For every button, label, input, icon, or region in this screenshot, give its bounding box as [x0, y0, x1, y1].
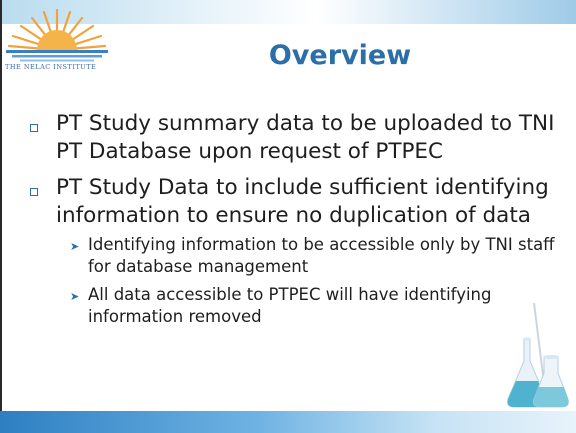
bullet-list: PT Study summary data to be uploaded to …	[28, 110, 558, 328]
sub-bullet-item: ➤ All data accessible to PTPEC will have…	[28, 284, 558, 328]
slide-title: Overview	[268, 40, 412, 71]
nelac-logo	[4, 4, 110, 70]
arrow-bullet-icon: ➤	[70, 240, 80, 253]
bullet-text: PT Study summary data to be uploaded to …	[56, 111, 555, 164]
arrow-bullet-icon: ➤	[70, 290, 80, 303]
sunrise-icon	[6, 8, 108, 62]
square-bullet-icon	[30, 188, 38, 196]
bullet-item: PT Study Data to include sufficient iden…	[28, 174, 558, 230]
sub-bullet-text: Identifying information to be accessible…	[88, 235, 555, 276]
bullet-item: PT Study summary data to be uploaded to …	[28, 110, 558, 166]
bottom-decorative-bar	[0, 411, 576, 433]
square-bullet-icon	[30, 124, 38, 132]
bullet-text: PT Study Data to include sufficient iden…	[56, 175, 549, 228]
sub-bullet-item: ➤ Identifying information to be accessib…	[28, 234, 558, 278]
left-border	[0, 0, 2, 433]
lab-flasks-icon	[504, 299, 570, 411]
logo-text: THE NELAC INSTITUTE	[5, 63, 97, 71]
top-decorative-bar	[0, 0, 576, 24]
sub-bullet-text: All data accessible to PTPEC will have i…	[88, 285, 492, 326]
